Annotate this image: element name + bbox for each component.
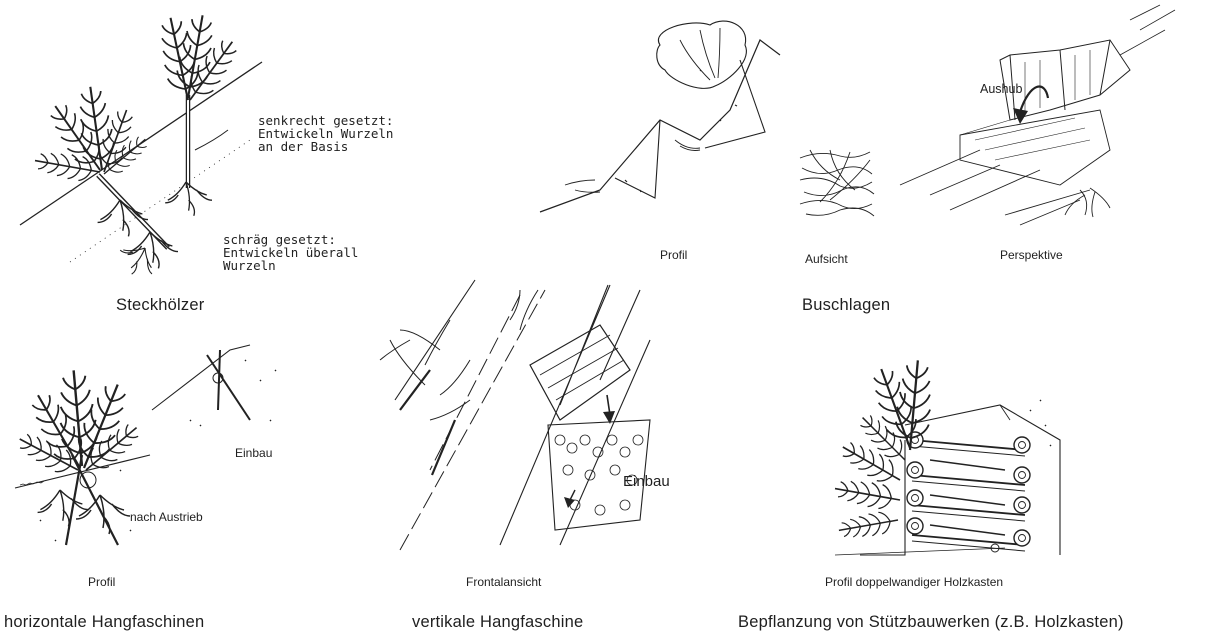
caption-buschlagen-perspektive: Perspektive bbox=[1000, 248, 1063, 262]
label-horizontale-einbau: Einbau bbox=[235, 446, 272, 460]
label-aushub: Aushub bbox=[980, 82, 1022, 96]
title-buschlagen: Buschlagen bbox=[802, 296, 890, 315]
steckhoelzer-leader-line bbox=[195, 130, 228, 150]
buschlagen-profile-drawing bbox=[540, 21, 780, 212]
caption-buschlagen-profil: Profil bbox=[660, 248, 687, 262]
note-senkrecht-line3: an der Basis bbox=[258, 140, 393, 153]
vertikale-drawing bbox=[380, 280, 650, 550]
label-nach-austrieb: nach Austrieb bbox=[130, 510, 203, 524]
title-vertikale: vertikale Hangfaschine bbox=[412, 613, 583, 632]
aushub-arrow bbox=[1020, 86, 1048, 112]
title-horizontale: horizontale Hangfaschinen bbox=[4, 613, 204, 632]
note-senkrecht: senkrecht gesetzt: Entwickeln Wurzeln an… bbox=[258, 114, 393, 153]
title-stuetzbauwerke: Bepflanzung von Stützbauwerken (z.B. Hol… bbox=[738, 613, 1124, 632]
caption-horizontale-profil: Profil bbox=[88, 575, 115, 589]
note-schraeg: schräg gesetzt: Entwickeln überall Wurze… bbox=[223, 233, 358, 272]
buschlagen-top-view-drawing bbox=[800, 150, 874, 216]
caption-frontalansicht: Frontalansicht bbox=[466, 575, 541, 589]
buschlagen-perspective-drawing bbox=[900, 5, 1175, 225]
caption-buschlagen-aufsicht: Aufsicht bbox=[805, 252, 848, 266]
horizontale-install-drawing bbox=[152, 345, 276, 426]
stuetzbau-drawing bbox=[833, 359, 1060, 555]
label-vertikale-einbau: Einbau bbox=[623, 473, 670, 490]
caption-holzkasten: Profil doppelwandiger Holzkasten bbox=[825, 575, 1003, 589]
title-steckhoelzer: Steckhölzer bbox=[116, 296, 204, 315]
note-schraeg-line3: Wurzeln bbox=[223, 259, 358, 272]
